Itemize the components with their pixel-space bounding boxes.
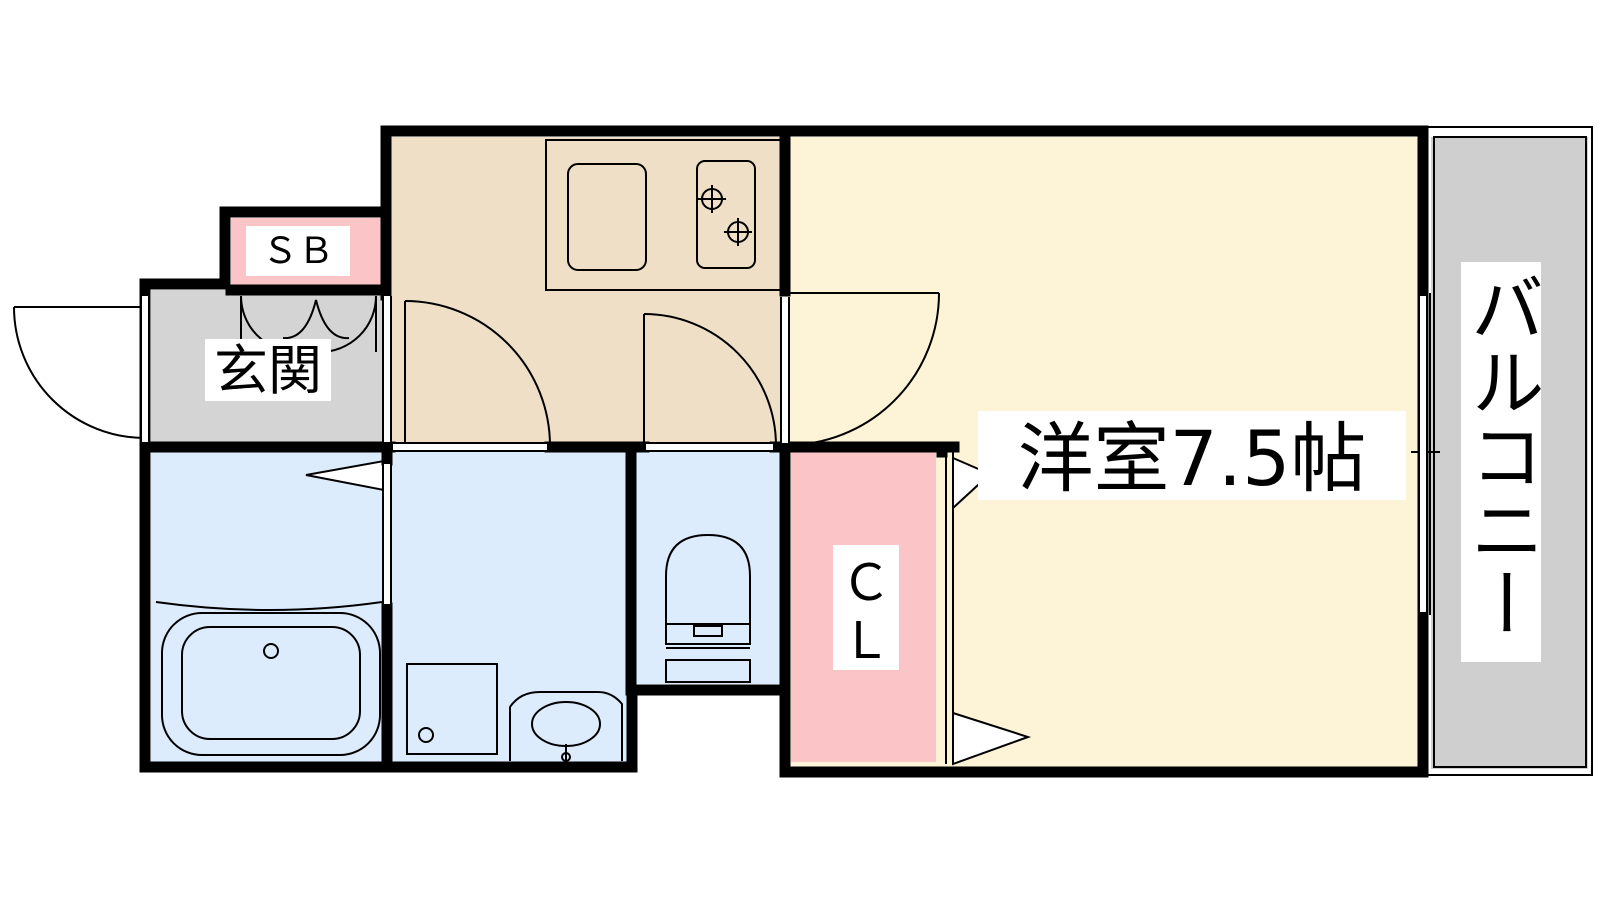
entrance-label: 玄関 [214,339,322,402]
toilet-icon [665,533,751,683]
burner-icon [698,185,726,213]
toilet-fill [633,452,780,684]
bath-door-swing [404,300,551,447]
shoe-box-label-group: ＳＢ [246,226,350,276]
bathtub-icon [161,612,381,756]
washing-machine-pan [406,663,498,755]
closet-label-group: Ｃ Ｌ [833,545,899,670]
kitchen-fill [391,137,783,447]
burner-icon [724,218,752,246]
bathroom-fill [151,452,387,762]
western-room-label: 洋室7.5帖 [1018,414,1367,503]
entrance-door-swing [13,298,146,439]
balcony-label-group: バルコニー [1458,262,1544,662]
washbasin-icon [509,691,623,762]
toilet-door-swing [643,313,777,447]
closet-label-c: Ｃ [841,554,891,612]
balcony-label: バルコニー [1458,270,1544,640]
stove-icon [696,160,756,269]
room-door-swing [786,292,940,446]
closet-label-l: Ｌ [841,612,891,670]
western-room-label-group: 洋室7.5帖 [978,411,1406,503]
entrance-label-group: 玄関 [205,339,331,402]
sink-icon [567,163,647,271]
bathroom-wall-line [155,601,383,611]
shoe-box-label: ＳＢ [262,231,334,272]
drain-icon [418,727,434,743]
